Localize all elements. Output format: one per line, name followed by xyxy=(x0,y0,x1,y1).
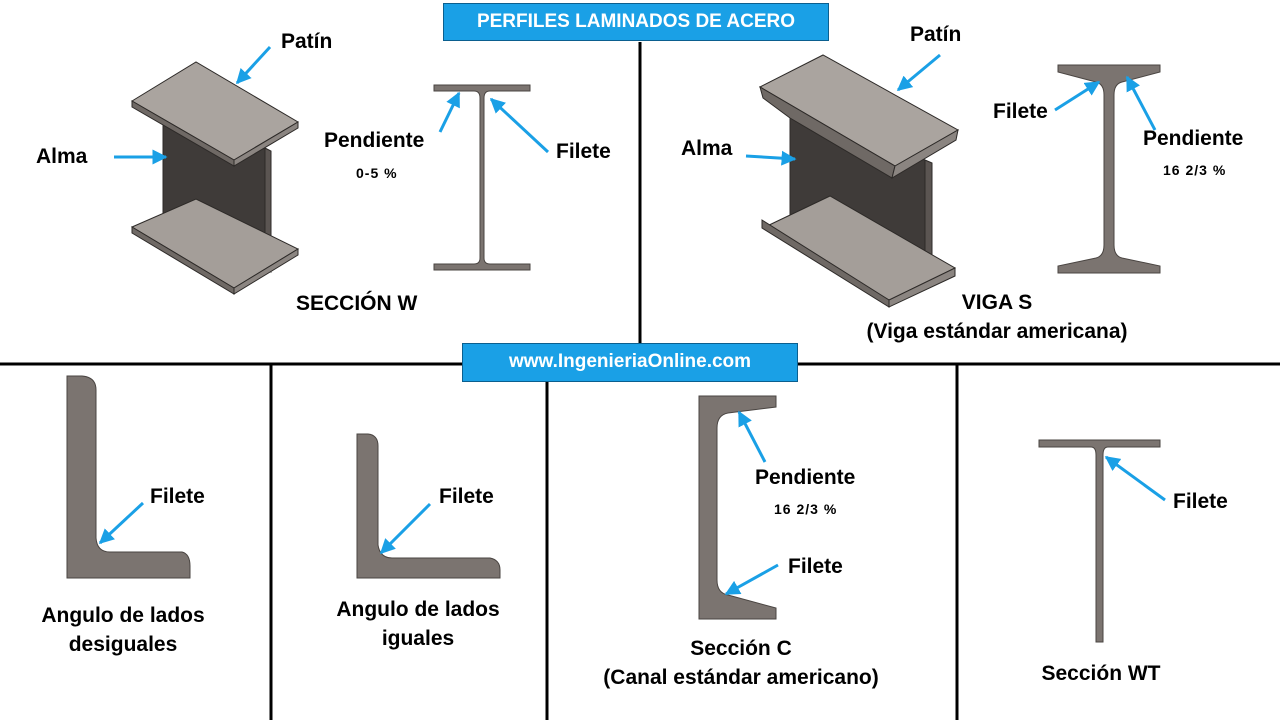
unequal-angle-fillet-arrow xyxy=(98,501,145,545)
equal-angle-caption-line1: Angulo de lados xyxy=(336,598,500,621)
equal-angle-profile xyxy=(356,433,501,579)
pointer-arrows xyxy=(98,45,1166,596)
s-web-arrow xyxy=(745,150,797,166)
s-web-label: Alma xyxy=(681,137,733,160)
c-fillet-label: Filete xyxy=(788,555,843,578)
wt-fillet-label: Filete xyxy=(1173,490,1228,513)
wt-section-caption: Sección WT xyxy=(1041,662,1161,685)
w-fillet-label: Filete xyxy=(556,140,611,163)
s-flange-arrow xyxy=(896,53,941,92)
w-flange-arrow xyxy=(235,45,272,85)
w-flange-label: Patín xyxy=(281,30,333,53)
c-slope-value: 16 2/3 % xyxy=(774,501,838,517)
s-beam-3d-illustration xyxy=(758,54,960,308)
website-banner[interactable]: www.IngenieriaOnline.com xyxy=(462,343,798,382)
c-fillet-arrow xyxy=(724,563,779,596)
s-beam-profile xyxy=(1057,64,1161,274)
s-beam-subcaption: (Viga estándar americana) xyxy=(866,320,1128,343)
unequal-angle-caption-line2: desiguales xyxy=(68,633,178,656)
c-channel-profile xyxy=(698,395,777,620)
w-slope-arrow xyxy=(438,91,461,133)
s-beam-caption: VIGA S xyxy=(961,291,1033,314)
s-slope-arrow xyxy=(1125,75,1157,131)
w-section-3d-illustration xyxy=(130,61,300,295)
s-fillet-arrow xyxy=(1054,80,1101,112)
s-slope-label: Pendiente xyxy=(1143,127,1244,150)
unequal-angle-caption-line1: Angulo de lados xyxy=(41,604,205,627)
c-slope-label: Pendiente xyxy=(755,466,856,489)
c-section-caption: Sección C xyxy=(690,637,792,660)
w-slope-value: 0-5 % xyxy=(356,165,398,181)
wt-section-profile xyxy=(1038,439,1161,643)
w-section-caption: SECCIÓN W xyxy=(296,292,418,315)
unequal-angle-profile xyxy=(66,375,191,579)
w-web-label: Alma xyxy=(36,145,88,168)
c-slope-arrow xyxy=(737,410,767,463)
c-section-subcaption: (Canal estándar americano) xyxy=(603,666,879,689)
equal-angle-caption-line2: iguales xyxy=(381,627,455,650)
s-fillet-label: Filete xyxy=(993,100,1048,123)
equal-angle-fillet-label: Filete xyxy=(439,485,494,508)
wt-fillet-arrow xyxy=(1104,455,1166,502)
equal-angle-fillet-arrow xyxy=(379,502,432,555)
title-banner: PERFILES LAMINADOS DE ACERO xyxy=(443,3,829,41)
s-flange-label: Patín xyxy=(910,23,962,46)
w-fillet-arrow xyxy=(489,97,550,154)
w-slope-label: Pendiente xyxy=(324,129,425,152)
unequal-angle-fillet-label: Filete xyxy=(150,485,205,508)
w-section-profile xyxy=(433,84,531,271)
panel-dividers xyxy=(0,42,1280,720)
s-slope-value: 16 2/3 % xyxy=(1163,162,1227,178)
